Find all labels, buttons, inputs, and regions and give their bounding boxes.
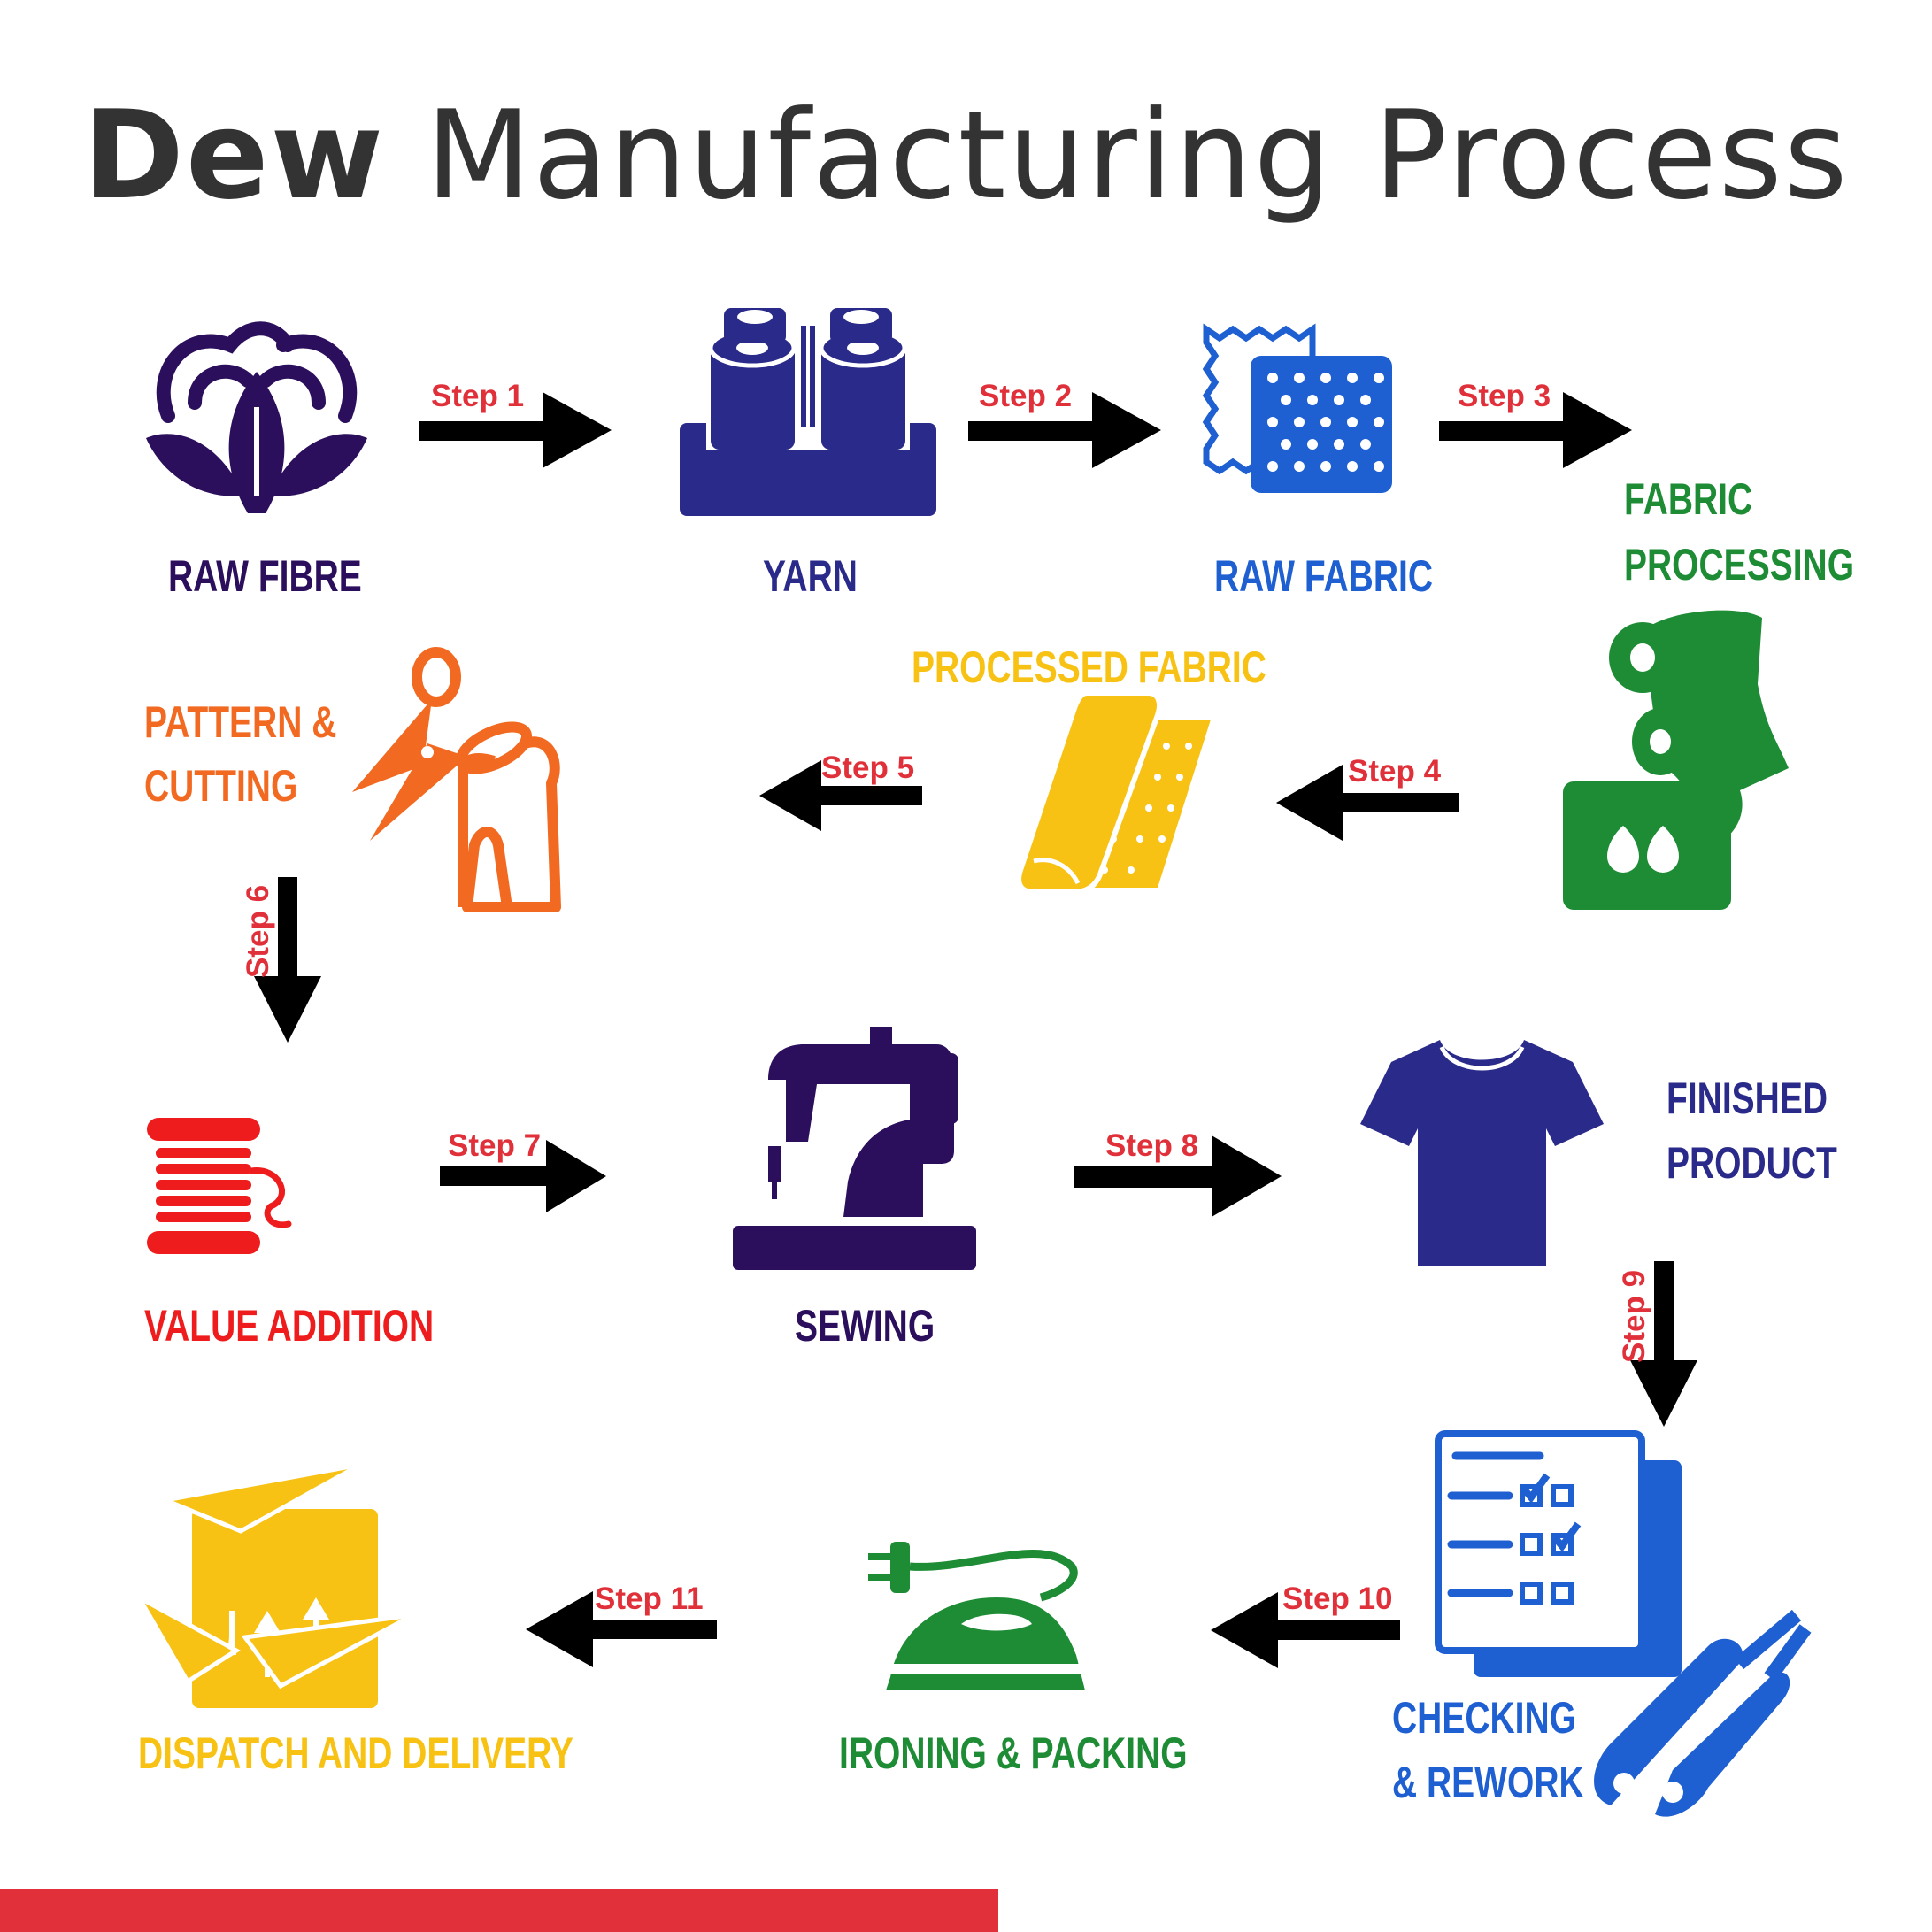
arrow-right-step7 xyxy=(440,1140,606,1212)
label-dispatch-delivery: DISPATCH AND DELIVERY xyxy=(138,1728,573,1778)
step-9-label: Step 9 xyxy=(1617,1269,1651,1363)
arrow-left-step5 xyxy=(759,760,922,831)
label-raw-fibre: RAW FIBRE xyxy=(168,551,362,601)
label-ironing-packing: IRONING & PACKING xyxy=(839,1728,1188,1778)
thread-spool-icon xyxy=(147,1118,292,1254)
arrow-down-step9 xyxy=(1630,1261,1697,1427)
cotton-flower-icon xyxy=(146,321,367,513)
arrow-down-step6 xyxy=(254,877,321,1043)
folded-fabric-icon xyxy=(1016,690,1211,895)
label-pattern-cutting-2: CUTTING xyxy=(144,761,298,811)
label-finished-product-1: FINISHED xyxy=(1666,1074,1828,1123)
label-sewing: SEWING xyxy=(795,1301,935,1351)
label-yarn: YARN xyxy=(763,551,858,601)
fabric-swatch-icon xyxy=(1202,323,1392,493)
fabric-roll-dye-icon xyxy=(1563,610,1789,910)
arrow-right-step8 xyxy=(1074,1135,1282,1217)
sewing-machine-icon xyxy=(733,1027,976,1270)
step-6-label: Step 6 xyxy=(241,884,275,978)
title-rest: Manufacturing Process xyxy=(425,84,1850,227)
step-1-label: Step 1 xyxy=(431,379,525,413)
step-4-label: Step 4 xyxy=(1348,754,1442,789)
yarn-spools-icon xyxy=(680,308,936,516)
step-7-label: Step 7 xyxy=(448,1128,542,1163)
tshirt-icon xyxy=(1360,1040,1604,1266)
arrow-right-step2 xyxy=(968,392,1161,468)
label-fabric-processing-1: FABRIC xyxy=(1624,474,1753,524)
arrow-left-step10 xyxy=(1211,1592,1400,1668)
label-value-addition: VALUE ADDITION xyxy=(144,1301,435,1351)
label-raw-fabric: RAW FABRIC xyxy=(1214,551,1433,601)
iron-icon xyxy=(868,1542,1085,1690)
arrow-right-step1 xyxy=(419,392,612,468)
arrow-left-step4 xyxy=(1276,765,1459,841)
label-processed-fabric: PROCESSED FABRIC xyxy=(912,643,1266,692)
parcel-planes-icon xyxy=(133,1462,415,1708)
label-pattern-cutting-1: PATTERN & xyxy=(144,697,337,747)
label-checking-rework-2: & REWORK xyxy=(1392,1758,1584,1807)
checklist-snips-icon xyxy=(1435,1430,1812,1817)
step-8-label: Step 8 xyxy=(1105,1128,1199,1163)
step-2-label: Step 2 xyxy=(979,379,1073,413)
title-brand: Dew xyxy=(82,84,386,227)
step-10-label: Step 10 xyxy=(1282,1582,1393,1616)
scissors-pattern-icon xyxy=(352,647,561,912)
step-3-label: Step 3 xyxy=(1458,379,1551,413)
step-5-label: Step 5 xyxy=(821,750,915,785)
label-finished-product-2: PRODUCT xyxy=(1666,1138,1837,1188)
arrow-right-step3 xyxy=(1439,392,1632,468)
label-fabric-processing-2: PROCESSING xyxy=(1624,540,1855,589)
page-title: Dew Manufacturing Process xyxy=(0,84,1932,227)
arrow-left-step11 xyxy=(526,1591,717,1667)
footer-accent-bar xyxy=(0,1889,998,1932)
step-11-label: Step 11 xyxy=(595,1582,704,1616)
label-checking-rework-1: CHECKING xyxy=(1392,1693,1577,1743)
